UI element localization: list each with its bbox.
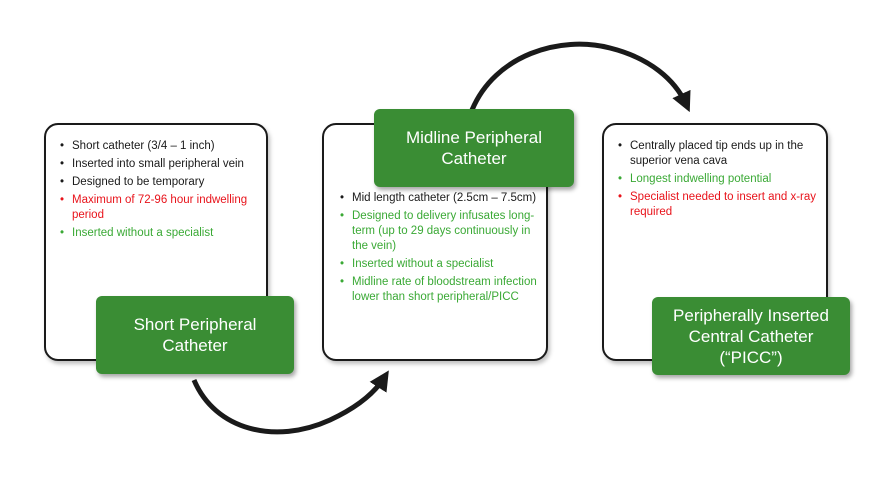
short-peripheral-label: Short Peripheral Catheter (96, 296, 294, 374)
arrow-top (469, 41, 691, 113)
label-line: (“PICC”) (719, 347, 783, 367)
midline-peripheral-label: Midline Peripheral Catheter (374, 109, 574, 187)
bullet-item: Maximum of 72-96 hour indwelling period (58, 193, 258, 223)
label-line: Central Catheter (688, 326, 814, 346)
bullet-item: Midline rate of bloodstream infection lo… (338, 275, 538, 305)
arrow-bottom (191, 370, 389, 435)
midline-peripheral-bullets: Mid length catheter (2.5cm – 7.5cm) Desi… (338, 191, 538, 308)
picc-bullets: Centrally placed tip ends up in the supe… (616, 139, 820, 223)
picc-label: Peripherally Inserted Central Catheter (… (652, 297, 850, 375)
bullet-item: Longest indwelling potential (616, 172, 820, 187)
bullet-item: Specialist needed to insert and x-ray re… (616, 190, 820, 220)
bullet-item: Designed to delivery infusates long-term… (338, 209, 538, 254)
label-line: Midline Peripheral (405, 128, 543, 147)
label-line: Catheter (162, 336, 228, 355)
label-line: Catheter (441, 149, 507, 168)
short-peripheral-bullets: Short catheter (3/4 – 1 inch) Inserted i… (58, 139, 258, 244)
label-line: Short Peripheral (133, 315, 257, 334)
bullet-item: Inserted into small peripheral vein (58, 157, 258, 172)
short-peripheral-card: Short catheter (3/4 – 1 inch) Inserted i… (44, 123, 268, 361)
bullet-item: Centrally placed tip ends up in the supe… (616, 139, 820, 169)
label-line: Peripherally Inserted (673, 305, 829, 325)
bullet-item: Inserted without a specialist (338, 257, 538, 272)
bullet-item: Designed to be temporary (58, 175, 258, 190)
bullet-item: Short catheter (3/4 – 1 inch) (58, 139, 258, 154)
bullet-item: Inserted without a specialist (58, 226, 258, 241)
bullet-item: Mid length catheter (2.5cm – 7.5cm) (338, 191, 538, 206)
